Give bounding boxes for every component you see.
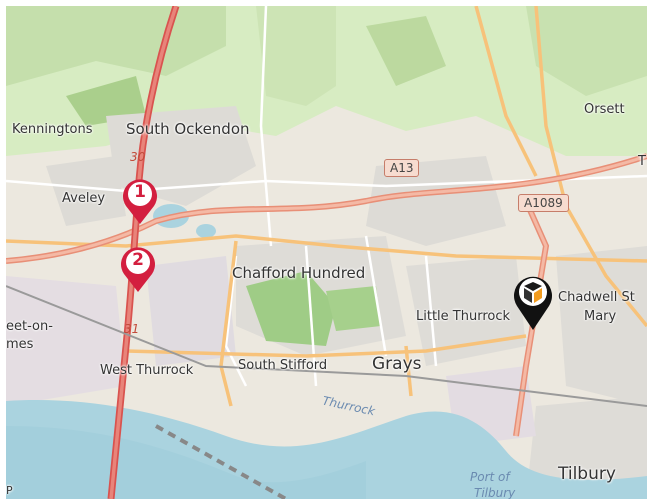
place-label-grays: Grays [372,354,422,374]
place-label-west-thurrock: West Thurrock [100,363,194,378]
place-label-south-stifford: South Stifford [238,358,328,373]
place-label-little-thurrock: Little Thurrock [416,309,511,324]
marker-pin-icon [121,247,155,292]
place-label-edge-t: T [638,154,646,169]
marker-label: 1 [134,182,146,202]
road-junction-30: 30 [130,150,146,164]
road-shield-a1089: A1089 [518,194,569,212]
map-marker-1[interactable]: 1 [116,174,164,226]
place-label-chadwell-st-mary-1: Chadwell St [558,290,635,305]
place-label-aveley: Aveley [62,191,106,206]
place-label-edge-p: P [6,484,13,497]
store-logo-icon [514,276,552,330]
place-label-south-ockendon: South Ockendon [126,120,250,138]
road-shield-a13: A13 [384,159,420,177]
water-label-port-of-1: Port of [470,470,510,484]
map-marker-store[interactable] [509,270,557,330]
water-label-port-of-2: Tilbury [474,486,516,499]
place-label-purfleet-partial-2: mes [6,337,34,352]
place-label-purfleet-partial-1: eet-on- [6,319,53,334]
place-label-chadwell-st-mary-2: Mary [584,309,617,324]
marker-label: 2 [132,250,144,270]
place-label-tilbury: Tilbury [558,464,616,484]
place-label-kenningtons: Kenningtons [12,122,93,137]
marker-pin-icon [123,179,157,224]
road-junction-31: 31 [124,322,140,336]
place-label-chafford-hundred: Chafford Hundred [232,264,366,282]
map-marker-2[interactable]: 2 [114,242,162,294]
map-view[interactable]: Kenningtons South Ockendon Orsett Aveley… [6,6,647,499]
map-tiles [6,6,647,499]
place-label-orsett: Orsett [584,102,625,117]
